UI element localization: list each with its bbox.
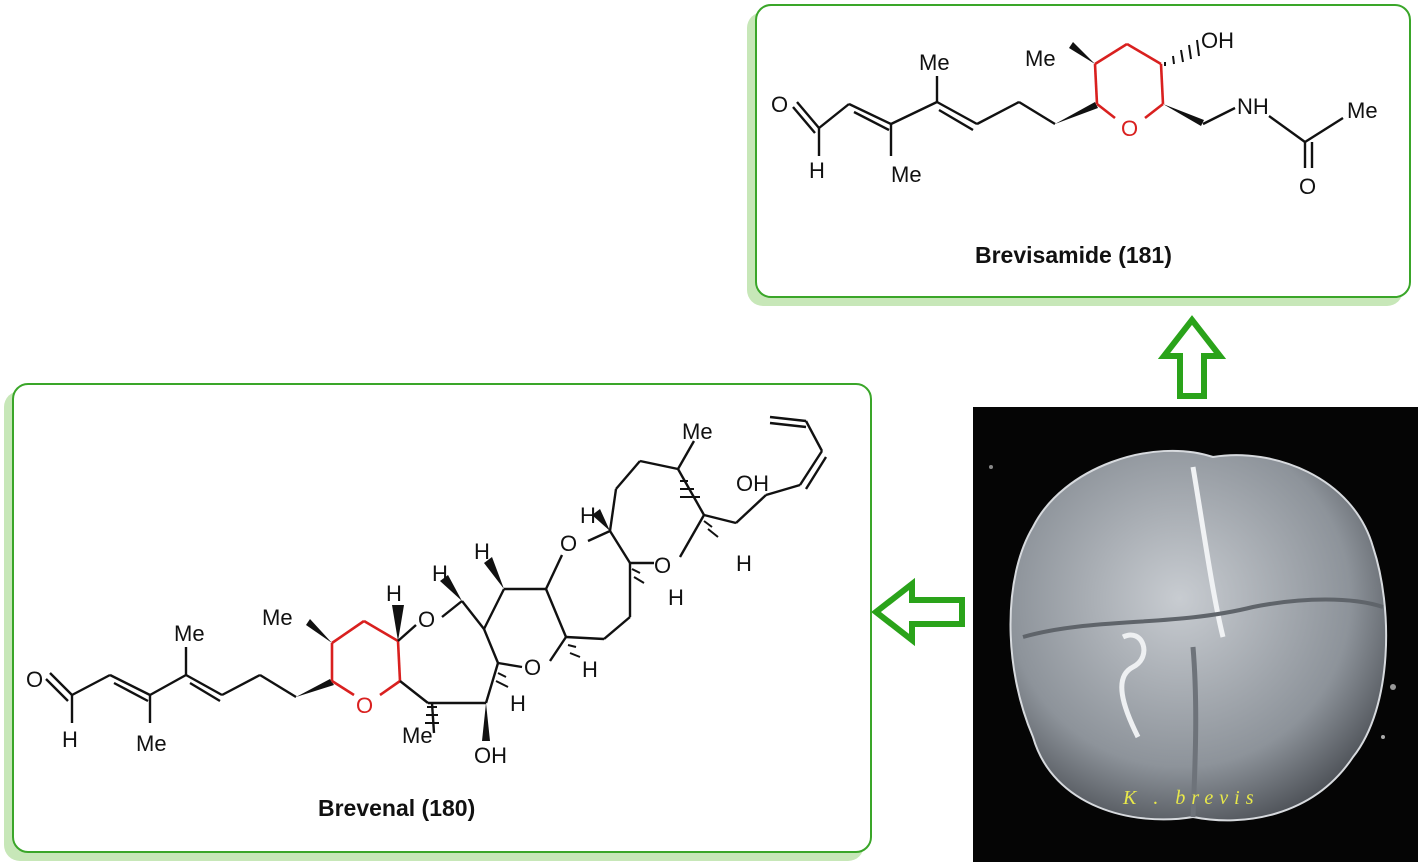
brevenal-h4: H [474, 539, 490, 564]
brevisamide-me-top: Me [1025, 46, 1056, 71]
brevisamide-aldehyde-o: O [771, 92, 788, 117]
cell-illustration [989, 449, 1396, 822]
arrow-left-icon [871, 577, 965, 647]
brevenal-h6: H [582, 657, 598, 682]
brevenal-o5: O [654, 553, 671, 578]
brevisamide-caption: Brevisamide (181) [975, 242, 1172, 268]
brevisamide-panel: Me Me Me OH O H O NH Me O Brevisamide (1… [755, 4, 1411, 298]
brevisamide-oh: OH [1201, 28, 1234, 53]
brevenal-me-quaternary: Me [402, 723, 433, 748]
brevisamide-acyl-o: O [1299, 174, 1316, 199]
brevenal-h1: H [386, 581, 402, 606]
brevisamide-aldehyde-h: H [809, 158, 825, 183]
brevisamide-structure: Me Me Me OH O H O NH Me O [771, 28, 1378, 199]
brevisamide-nh: NH [1237, 94, 1269, 119]
brevenal-me-ring: Me [262, 605, 293, 630]
brevenal-h3: H [510, 691, 526, 716]
brevenal-oh-low: OH [474, 743, 507, 768]
brevenal-structure: O H Me Me Me Me O O O O O OH OH Me H H H… [26, 415, 828, 768]
brevisamide-me-chain: Me [919, 50, 950, 75]
brevenal-oh-top: OH [736, 471, 769, 496]
brevenal-ring-o: O [356, 693, 373, 718]
arrow-up-icon [1157, 315, 1227, 399]
brevenal-panel: O H Me Me Me Me O O O O O OH OH Me H H H… [12, 383, 872, 853]
brevisamide-me-bottom: Me [891, 162, 922, 187]
brevenal-h2: H [432, 561, 448, 586]
brevenal-caption: Brevenal (180) [318, 795, 476, 821]
brevenal-aldehyde-h: H [62, 727, 78, 752]
brevisamide-ring-o: O [1121, 116, 1138, 141]
brevenal-me-chain: Me [174, 621, 205, 646]
brevenal-h5: H [580, 503, 596, 528]
brevisamide-acyl-me: Me [1347, 98, 1378, 123]
brevenal-me-top: Me [682, 419, 713, 444]
k-brevis-micrograph: K . brevis [973, 407, 1418, 862]
brevenal-aldehyde-o: O [26, 667, 43, 692]
brevenal-me-bottom: Me [136, 731, 167, 756]
brevenal-h7: H [668, 585, 684, 610]
brevenal-o3: O [524, 655, 541, 680]
brevenal-o2: O [418, 607, 435, 632]
species-label: K . brevis [1123, 787, 1260, 809]
brevenal-h8: H [736, 551, 752, 576]
brevenal-o4: O [560, 531, 577, 556]
